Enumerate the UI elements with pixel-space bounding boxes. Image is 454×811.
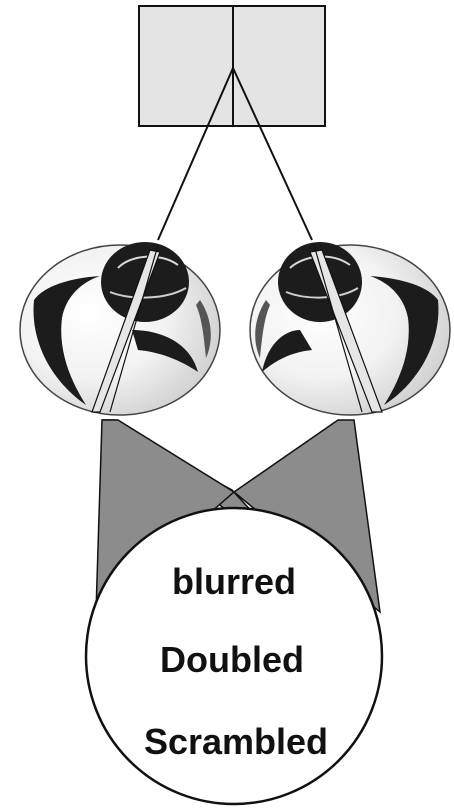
word-doubled: Doubled	[160, 639, 304, 680]
word-scrambled: Scrambled	[144, 721, 328, 762]
book-page-left	[139, 6, 233, 126]
left-eye	[20, 242, 220, 415]
book-page-right	[233, 6, 325, 126]
open-book	[139, 6, 325, 126]
right-eye	[250, 242, 450, 415]
word-blurred: blurred	[172, 561, 296, 602]
